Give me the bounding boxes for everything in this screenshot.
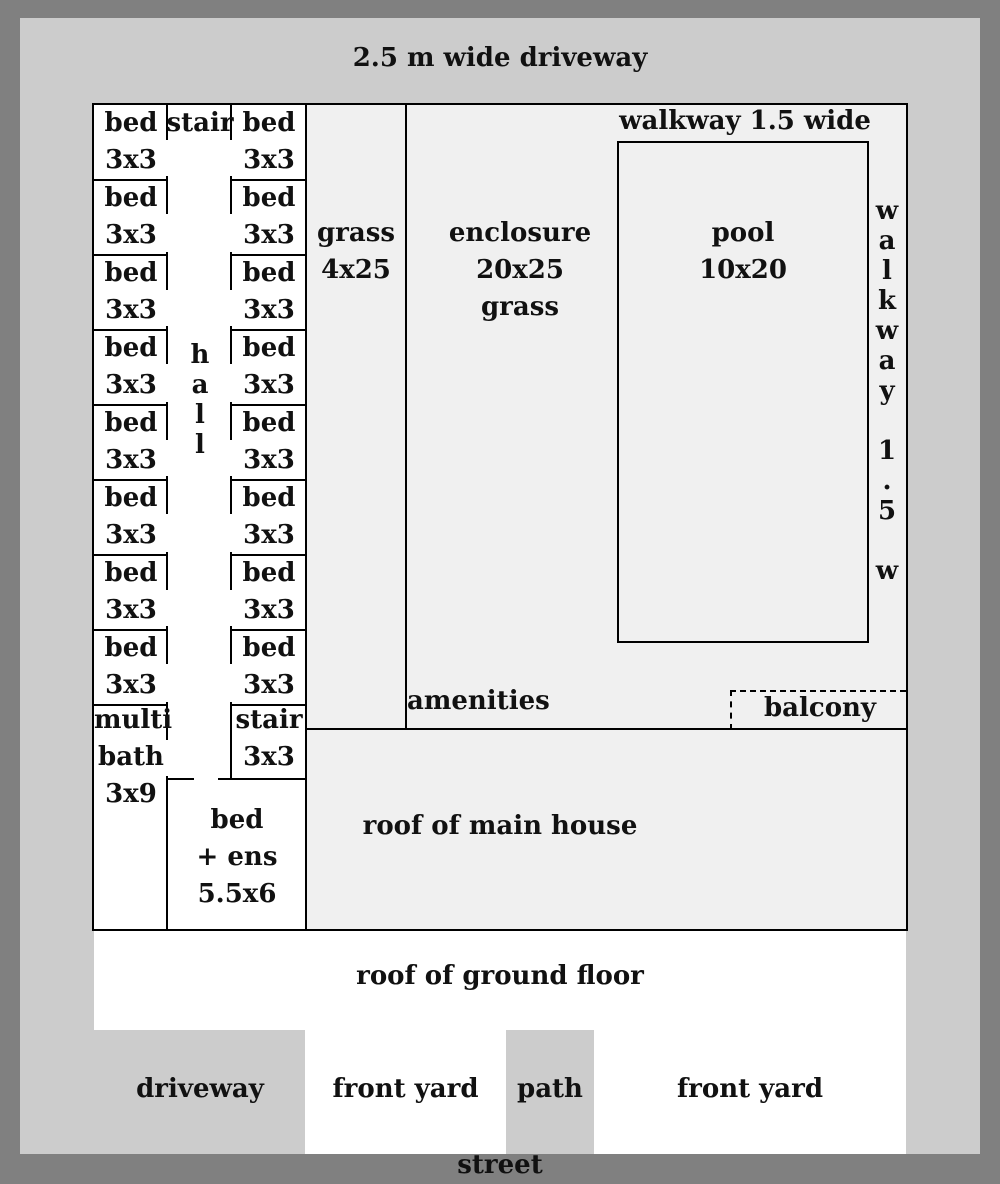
roof-main-top-wall <box>305 728 908 730</box>
left-bedroom-column <box>94 105 168 929</box>
divider <box>94 179 168 181</box>
door-gap <box>164 664 170 702</box>
driveway-bottom-label: driveway <box>136 1074 264 1104</box>
bedroom-right-wall <box>305 105 307 930</box>
divider <box>232 479 306 481</box>
front-yard-right-label: front yard <box>676 1074 824 1104</box>
door-gap <box>228 514 234 552</box>
roof-of-ground-floor <box>94 930 906 1030</box>
divider <box>232 254 306 256</box>
walkway-side-label: w a l k w a y 1 . 5 w <box>875 196 899 586</box>
door-gap <box>228 440 234 476</box>
pool <box>617 141 869 643</box>
ensuite-top-wall <box>168 778 194 780</box>
divider <box>94 554 168 556</box>
path-label: path <box>517 1074 583 1104</box>
bed-ensuite-room <box>168 779 306 929</box>
divider <box>232 329 306 331</box>
front-yard-right <box>594 1030 906 1154</box>
door-gap <box>228 214 234 252</box>
divider <box>94 254 168 256</box>
divider <box>232 554 306 556</box>
door-gap <box>164 514 170 552</box>
door-gap <box>164 740 170 776</box>
walkway-top-label: walkway 1.5 wide <box>619 106 871 136</box>
balcony <box>730 690 906 730</box>
door-gap <box>228 664 234 702</box>
divider <box>94 629 168 631</box>
door-gap <box>164 214 170 252</box>
door-gap <box>164 364 170 402</box>
right-bedroom-column <box>232 105 306 779</box>
divider <box>94 479 168 481</box>
hall-column <box>168 105 232 779</box>
grass-right-wall <box>405 105 407 730</box>
divider <box>232 704 306 706</box>
divider <box>94 704 168 706</box>
divider <box>232 404 306 406</box>
door-gap <box>228 364 234 402</box>
ensuite-top-wall <box>218 778 306 780</box>
street-label: street <box>457 1150 543 1180</box>
balcony-label: balcony <box>763 693 877 723</box>
door-gap <box>228 590 234 626</box>
front-yard-left <box>305 1030 506 1154</box>
roof-ground-label: roof of ground floor <box>356 961 644 991</box>
divider <box>232 629 306 631</box>
door-gap <box>228 140 234 176</box>
driveway-top-label: 2.5 m wide driveway <box>352 43 648 73</box>
roof-main-label: roof of main house <box>362 811 638 841</box>
stair-top-label: stair <box>166 108 234 138</box>
door-gap <box>164 590 170 626</box>
door-gap <box>228 290 234 326</box>
front-yard-left-label: front yard <box>332 1074 479 1104</box>
door-gap <box>164 290 170 326</box>
door-gap <box>164 440 170 476</box>
amenities-label: amenities <box>407 686 550 716</box>
divider <box>94 404 168 406</box>
door-gap <box>164 140 170 176</box>
divider <box>94 329 168 331</box>
divider <box>232 179 306 181</box>
